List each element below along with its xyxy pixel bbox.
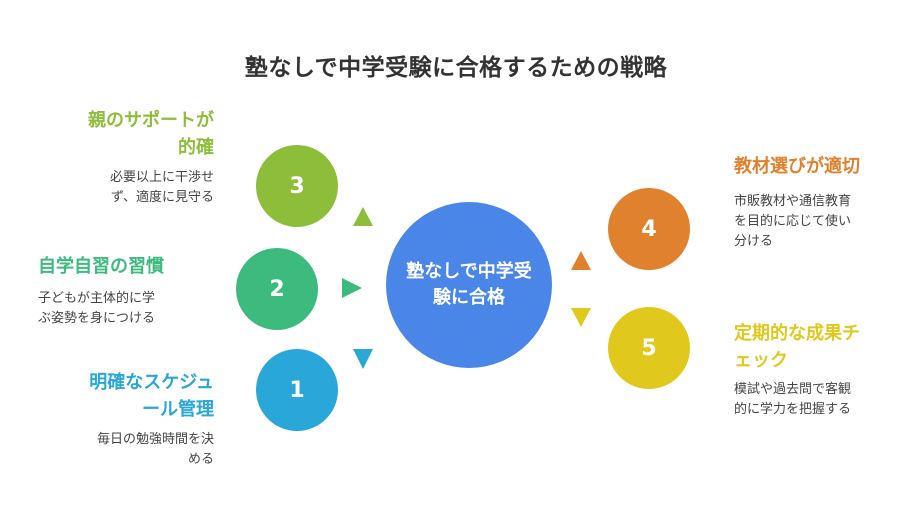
arrow-to-item-5 [571,308,591,327]
step-5-title: 定期的な成果チ ェック [734,323,860,371]
arrow-to-item-4 [571,251,591,270]
step-1-title: 明確なスケジュ ール管理 [89,372,214,420]
step-5-description: 模試や過去問で客観 的に学力を把握する [734,382,852,417]
step-circle-5: 5 [608,307,690,389]
arrow-from-item-2 [342,278,362,298]
step-circle-2: 2 [236,248,318,330]
step-1-description: 毎日の勉強時間を決 める [96,432,214,467]
step-circle-3: 3 [256,145,338,227]
step-circle-1: 1 [256,349,338,431]
step-2-description: 子どもが主体的に学 ぶ姿勢を身につける [38,291,156,326]
center-goal-circle: 塾なしで中学受 験に合格 [386,202,552,368]
center-goal-line2: 験に合格 [433,287,505,308]
arrow-from-item-1 [353,349,373,369]
step-4-description: 市販教材や通信教育 を目的に応じて使い 分ける [734,194,852,249]
step-2-title: 自学自習の習慣 [38,256,164,277]
arrow-from-item-3 [353,207,373,226]
step-3-description: 必要以上に干渉せ ず、適度に見守る [109,170,214,205]
step-3-title: 親のサポートが 的確 [88,110,214,158]
step-4-title: 教材選びが適切 [734,156,860,177]
page-title: 塾なしで中学受験に合格するための戦略 [244,55,668,81]
step-circle-4: 4 [608,188,690,270]
center-goal-line1: 塾なしで中学受 [406,261,532,282]
